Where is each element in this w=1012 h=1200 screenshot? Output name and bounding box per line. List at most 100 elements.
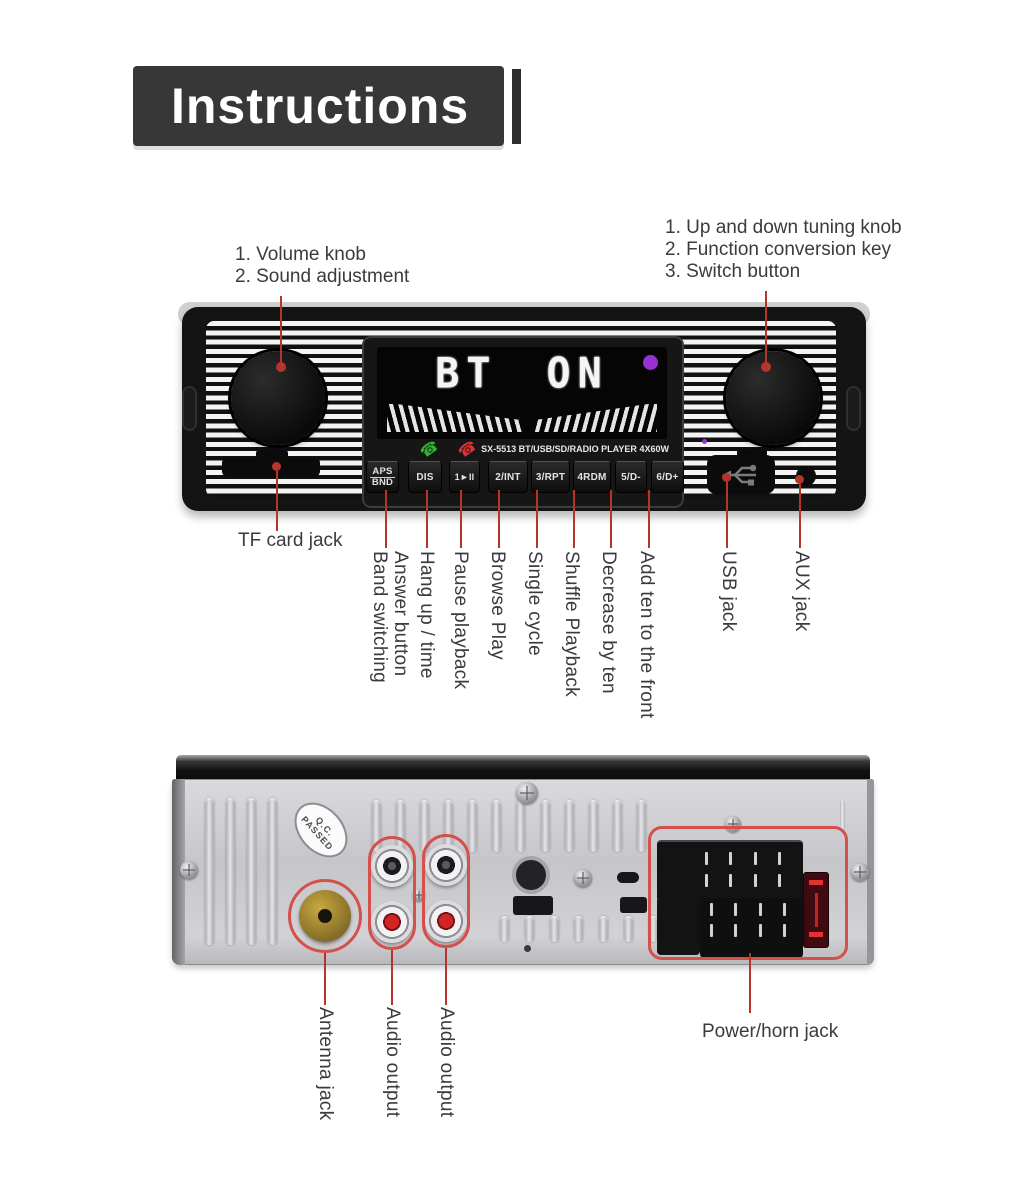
hangup-phone-icon: ☎ — [455, 437, 481, 462]
button-dis[interactable]: DIS — [408, 461, 442, 493]
audio-output-highlight-2 — [422, 834, 470, 948]
connector-pin — [758, 924, 762, 937]
rear-top-edge — [176, 755, 870, 783]
connector-pin — [705, 852, 708, 865]
vent-slot — [420, 800, 430, 852]
callout-line-usb — [726, 482, 728, 548]
connector-pins-row — [705, 852, 781, 865]
screw — [851, 863, 869, 881]
pill-cutout — [617, 872, 639, 883]
callout-line-audio-1 — [391, 950, 393, 1005]
label-hang-up-time: Hang up / time — [416, 551, 437, 679]
vent-slots-left — [205, 798, 277, 945]
callout-line-rdm — [573, 490, 575, 548]
display-bezel: BT ON ☎ ☎ SX-5513 BT/USB/SD/RADIO PLAYER… — [362, 336, 684, 508]
connector-pins-row — [710, 924, 786, 937]
small-hole — [524, 945, 531, 952]
button-1-label: 1►II — [454, 472, 475, 482]
tuning-knob[interactable] — [726, 351, 820, 445]
callout-line-antenna — [324, 953, 326, 1005]
connector-pin — [710, 903, 713, 916]
callout-volume-line-2: 2. Sound adjustment — [235, 266, 410, 287]
audio-output-highlight-1 — [368, 836, 416, 950]
vent-slot — [524, 916, 534, 942]
antenna-highlight-circle — [288, 879, 362, 953]
label-browse-play: Browse Play — [487, 551, 508, 660]
callout-line-d-minus — [610, 490, 612, 548]
bluetooth-indicator-led — [643, 355, 658, 370]
callout-line-d-plus — [648, 490, 650, 548]
rect-cutout — [513, 896, 553, 915]
callout-tuning-line-2: 2. Function conversion key — [665, 239, 892, 260]
callout-volume-knob: 1. Volume knob 2. Sound adjustment — [235, 244, 409, 288]
label-decrease-by-ten: Decrease by ten — [598, 551, 619, 694]
label-audio-output-1: Audio output — [382, 1007, 403, 1118]
button-1-play-pause[interactable]: 1►II — [449, 461, 480, 493]
screw — [516, 782, 538, 804]
connector-pin — [734, 903, 738, 916]
vent-slot — [205, 798, 214, 945]
power-connector-highlight — [648, 826, 848, 960]
power-indicator-led — [702, 439, 707, 444]
callout-line-pause — [460, 490, 462, 548]
callout-line-volume-knob — [280, 296, 282, 366]
button-bnd-label: BND — [371, 476, 394, 488]
label-usb-jack: USB jack — [718, 551, 739, 632]
label-audio-output-2: Audio output — [436, 1007, 457, 1118]
connector-pin — [729, 852, 733, 865]
title-accent-bar — [512, 69, 521, 144]
callout-volume-line-1: 1. Volume knob — [235, 244, 366, 265]
tf-card-slot[interactable] — [222, 457, 320, 477]
vent-slot — [372, 800, 381, 852]
usb-port[interactable] — [707, 455, 775, 494]
callout-line-dis — [426, 490, 428, 548]
panel-rib — [840, 800, 845, 832]
callout-dot-tf-slot — [272, 462, 281, 471]
button-aps-label: APS — [370, 465, 395, 478]
fuse-holder — [803, 872, 829, 948]
connector-pin — [782, 924, 786, 937]
button-4-label: 4RDM — [577, 471, 607, 483]
button-6-d-plus[interactable]: 6/D+ — [651, 461, 684, 493]
vent-slot — [226, 798, 235, 945]
vent-slot — [396, 800, 406, 852]
rear-left-endcap — [172, 779, 185, 965]
callout-line-tuning-knob — [765, 291, 767, 366]
vent-slot — [492, 800, 502, 852]
button-5-d-minus[interactable]: 5/D- — [615, 461, 647, 493]
connector-pin — [705, 874, 708, 887]
button-5-label: 5/D- — [621, 471, 641, 483]
button-aps-bnd[interactable]: APS BND — [366, 461, 399, 493]
button-2-label: 2/INT — [495, 471, 521, 483]
vent-slot — [574, 916, 584, 942]
vent-slot — [516, 800, 526, 852]
screw — [574, 869, 592, 887]
callout-tuning-knob: 1. Up and down tuning knob 2. Function c… — [665, 217, 902, 283]
label-add-ten: Add ten to the front — [636, 551, 657, 719]
power-connector-arm — [657, 900, 700, 955]
connector-pin — [777, 874, 781, 887]
vent-slot — [564, 800, 574, 852]
car-stereo-front-view: BT ON ☎ ☎ SX-5513 BT/USB/SD/RADIO PLAYER… — [182, 307, 866, 511]
connector-pin — [729, 874, 733, 887]
page-title: Instructions — [171, 78, 470, 134]
callout-dot-aux — [795, 475, 804, 484]
label-tf-card-jack: TF card jack — [238, 530, 343, 551]
callout-tuning-line-1: 1. Up and down tuning knob — [665, 217, 902, 238]
callout-line-tf-slot — [276, 471, 278, 531]
power-connector-upper[interactable] — [657, 840, 803, 902]
model-label: SX-5513 BT/USB/SD/RADIO PLAYER — [481, 444, 637, 454]
screw — [180, 861, 198, 879]
car-stereo-rear-view: Q.C. PASSED — [172, 755, 874, 965]
label-shuffle-playback: Shuffle Playback — [561, 551, 582, 697]
rect-cutout — [620, 897, 647, 913]
callout-dot-volume-knob — [276, 362, 286, 372]
connector-pin — [758, 903, 762, 916]
spectrum-bars-right — [533, 404, 657, 432]
label-single-cycle: Single cycle — [524, 551, 545, 656]
vent-slot — [549, 916, 559, 942]
button-3-rpt[interactable]: 3/RPT — [531, 461, 570, 493]
button-4-rdm[interactable]: 4RDM — [573, 461, 611, 493]
button-2-int[interactable]: 2/INT — [488, 461, 528, 493]
